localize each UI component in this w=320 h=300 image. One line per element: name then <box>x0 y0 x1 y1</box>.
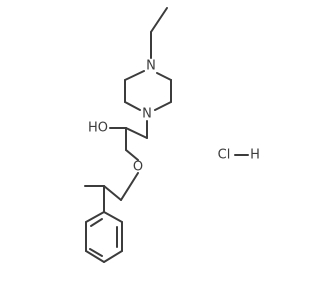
bond-ring-4 <box>124 101 141 111</box>
atom-n-top: N <box>146 59 156 74</box>
atom-ether-oxygen: O <box>133 160 143 175</box>
bond-phenyl-6 <box>85 211 105 223</box>
atom-hydroxyl: HO <box>88 121 108 136</box>
atom-hydrogen: H <box>250 148 260 163</box>
bond-ring-3 <box>154 101 172 111</box>
bond-ch2-ch <box>103 185 122 201</box>
molecule-structure: N N HO O Cl H <box>84 7 260 263</box>
bond-phenyl-4 <box>85 250 105 263</box>
atom-chlorine: Cl <box>218 148 231 163</box>
bond-phenyl-3 <box>103 250 123 263</box>
structure-canvas: N N HO O Cl H <box>84 7 260 263</box>
bond-ring-1 <box>156 72 172 81</box>
atom-n-bottom: N <box>142 107 152 122</box>
bond-phenyl-double-3 <box>90 218 103 227</box>
bond-phenyl-1 <box>103 211 123 223</box>
bond-o-ch2 <box>120 172 139 201</box>
bond-phenyl-double-2 <box>89 248 103 257</box>
bond-ethyl-1 <box>150 7 168 33</box>
bond-ch2-choh <box>125 127 148 139</box>
bond-ring-6 <box>124 70 145 81</box>
bond-ch2-o <box>125 149 139 161</box>
